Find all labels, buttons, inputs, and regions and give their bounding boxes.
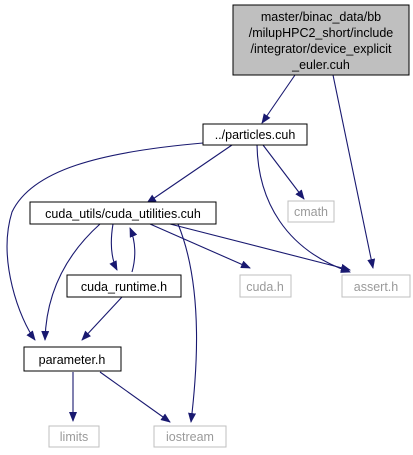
node-cuda-runtime-label: cuda_runtime.h — [81, 280, 167, 294]
root-label-line-1: master/binac_data/bb — [261, 10, 381, 24]
node-particles-label: ../particles.cuh — [215, 128, 296, 142]
edge-cuda-utilities-to-cuda-runtime — [109, 223, 118, 271]
edge-cuda-utilities-to-cuda-h — [149, 223, 251, 269]
edge-particles-to-cmath — [262, 144, 305, 200]
edge-cuda-utilities-to-assert — [169, 223, 351, 272]
edges — [6, 74, 376, 423]
edge-cuda-utilities-to-parameter — [41, 223, 101, 341]
node-iostream-label: iostream — [166, 430, 214, 444]
edge-cuda-utilities-to-iostream — [177, 223, 198, 423]
node-cuda-h-label: cuda.h — [246, 280, 284, 294]
edge-root-to-assert — [332, 74, 376, 269]
edge-particles-to-parameter — [6, 142, 204, 341]
root-node[interactable]: master/binac_data/bb /milupHPC2_short/in… — [232, 4, 410, 76]
node-limits-label: limits — [60, 430, 88, 444]
edge-parameter-to-iostream — [99, 371, 171, 423]
node-cuda-h[interactable]: cuda.h — [239, 274, 292, 298]
node-iostream[interactable]: iostream — [153, 425, 227, 448]
root-label-line-4: _euler.cuh — [291, 58, 350, 72]
root-label-line-2: /milupHPC2_short/include — [249, 26, 394, 40]
node-particles[interactable]: ../particles.cuh — [202, 123, 308, 146]
node-cmath[interactable]: cmath — [287, 200, 335, 223]
edge-cuda-runtime-to-cuda-utilities — [129, 227, 138, 273]
node-assert-h-label: assert.h — [354, 280, 399, 294]
node-cuda-utilities-label: cuda_utils/cuda_utilities.cuh — [45, 207, 201, 221]
node-parameter[interactable]: parameter.h — [23, 346, 122, 372]
node-parameter-label: parameter.h — [39, 353, 106, 367]
edge-cuda-runtime-to-parameter — [81, 296, 123, 341]
edge-root-to-particles — [261, 74, 296, 124]
node-limits[interactable]: limits — [48, 425, 100, 448]
root-label-line-3: /integrator/device_explicit — [250, 42, 392, 56]
edge-particles-to-cuda-utilities — [146, 144, 233, 204]
node-assert-h[interactable]: assert.h — [341, 274, 411, 298]
node-cuda-utilities[interactable]: cuda_utils/cuda_utilities.cuh — [29, 201, 217, 225]
node-cmath-label: cmath — [294, 205, 328, 219]
node-cuda-runtime[interactable]: cuda_runtime.h — [66, 274, 182, 298]
edge-particles-to-assert — [256, 144, 351, 273]
